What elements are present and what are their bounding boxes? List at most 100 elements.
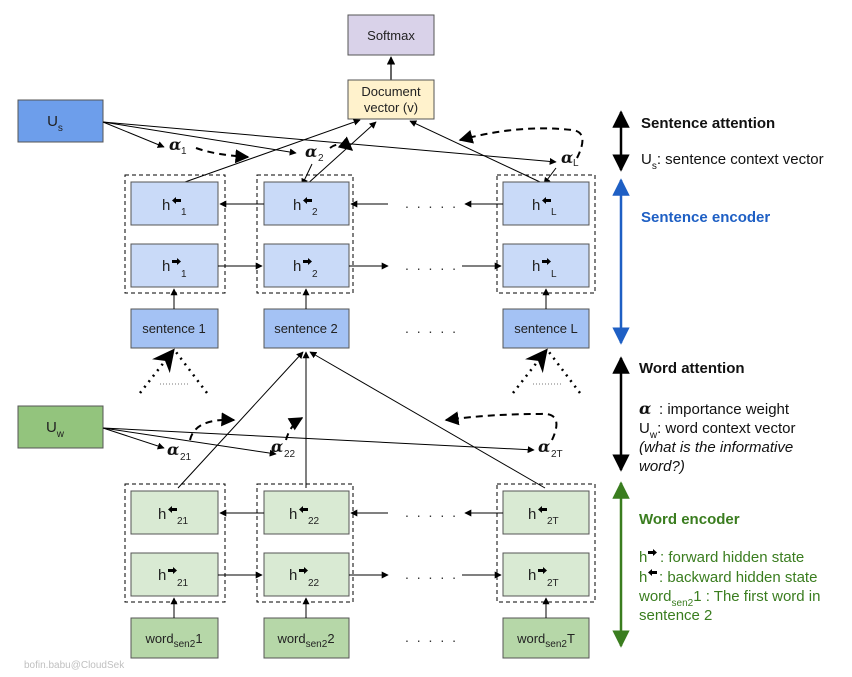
svg-text:α: α [561,148,573,167]
ellipsis-words: . . . . . [405,629,458,645]
sent-h-back-2: h 2 [263,181,350,226]
alpha-2-label: α 2 [305,142,324,164]
legend-sentence-encoder: Sentence encoder [641,209,770,226]
svg-text:1: 1 [181,207,187,218]
softmax-node: Softmax [347,14,435,56]
alpha-22-label: α 22 [271,437,296,460]
svg-text:h: h [162,258,170,275]
word-1-node: wordsen21 [130,617,219,659]
svg-text:21: 21 [177,516,189,527]
svg-text:sentence 2: sentence 2 [274,321,338,336]
svg-text:L: L [551,207,557,218]
svg-text:22: 22 [284,449,296,460]
us-node: Us [17,99,104,143]
svg-text:h: h [639,549,647,566]
legend-word-encoder: Word encoder [639,511,740,528]
ellipsis-word-back: . . . . . [405,504,458,520]
legend-alpha-symbol: α [639,399,651,418]
svg-text:21: 21 [177,578,189,589]
softmax-label: Softmax [367,28,415,43]
svg-text:2: 2 [312,207,318,218]
svg-text:21: 21 [180,452,192,463]
watermark: bofin.babu@CloudSek [24,660,125,671]
svg-text:1: 1 [181,269,187,280]
svg-text:α: α [271,437,283,456]
svg-text:h: h [158,567,166,584]
svg-text:2T: 2T [551,449,563,460]
uw-sub: w [56,429,65,440]
ellipsis-sent-back: . . . . . [405,195,458,211]
svg-text:1: 1 [181,146,187,157]
svg-text:: backward hidden state: : backward hidden state [659,569,817,586]
svg-text:2T: 2T [547,578,559,589]
legend-alpha-desc: : importance weight [659,401,790,418]
word-h-back-22: h 22 [263,490,350,535]
word-T-node: wordsen2T [502,617,590,659]
svg-text:2: 2 [312,269,318,280]
sentence-1-node: sentence 1 [130,308,219,349]
alpha-21-label: α 21 [167,440,192,463]
svg-text:h: h [532,258,540,275]
legend-word-attention: Word attention [639,360,745,377]
svg-text:L: L [573,158,579,169]
svg-text:h: h [639,569,647,586]
svg-text:22: 22 [308,578,320,589]
svg-text:Uw: Uw [46,419,65,440]
legend-uw-desc: Uw: word context vector [639,420,795,441]
svg-text:2: 2 [318,153,324,164]
svg-text:h: h [289,567,297,584]
svg-text:h: h [293,258,301,275]
word-2-node: wordsen22 [263,617,350,659]
legend-word-desc-line2: sentence 2 [639,607,712,624]
svg-text:sentence 1: sentence 1 [142,321,206,336]
word-h-fwd-22: h 22 [263,552,350,597]
word-h-back-2T: h 2T [502,490,590,535]
svg-text:2T: 2T [547,516,559,527]
svg-text:wordsen21: wordsen21 [144,631,202,650]
legend-backward-hidden: h : backward hidden state [639,569,817,586]
sentence-L-node: sentence L [502,308,590,349]
ellipsis-sent-fwd: . . . . . [405,257,458,273]
alpha-L-label: α L [561,148,579,169]
legend-question-line1: (what is the informative [639,439,793,456]
svg-text:h: h [293,197,301,214]
svg-text:h: h [162,197,170,214]
word-h-back-21: h 21 [130,490,219,535]
sent-h-back-1: h 1 [130,181,219,226]
svg-text:h: h [289,506,297,523]
sent-h-fwd-1: h 1 [130,243,219,288]
ellipsis-sentences: . . . . . [405,320,458,336]
svg-text:h: h [532,197,540,214]
svg-text:h: h [528,567,536,584]
sent-h-back-L: h L [502,181,590,226]
alpha-2T-label: α 2T [538,437,563,460]
word-h-fwd-21: h 21 [130,552,219,597]
ellipsis-word-fwd: . . . . . [405,566,458,582]
svg-text:wordsen2T: wordsen2T [516,631,575,650]
legend-us-desc: Us: sentence context vector [641,151,824,172]
document-label-line1: Document [361,84,421,99]
svg-text:h: h [528,506,536,523]
legend-word-desc: wordsen21 : The first word in [638,588,820,609]
svg-text:Us: Us [47,113,63,134]
legend-forward-hidden: h : forward hidden state [639,549,804,566]
svg-text:: forward hidden state: : forward hidden state [660,549,804,566]
svg-text:L: L [551,269,557,280]
sent-h-fwd-L: h L [502,243,590,288]
document-label-line2: vector (v) [364,100,418,115]
svg-text:sentence L: sentence L [514,321,578,336]
svg-text:α: α [305,142,317,161]
svg-text:α: α [169,135,181,154]
word-h-fwd-2T: h 2T [502,552,590,597]
uw-main: U [46,419,57,436]
svg-text:α: α [538,437,550,456]
document-vector-node: Document vector (v) [347,79,435,120]
sentence-2-node: sentence 2 [263,308,350,349]
svg-text:wordsen22: wordsen22 [276,631,334,650]
svg-text:h: h [158,506,166,523]
uw-node: Uw [17,405,104,449]
arrow-left-icon [648,569,657,576]
alpha-1-label: α 1 [169,135,187,157]
svg-text:α: α [167,440,179,459]
